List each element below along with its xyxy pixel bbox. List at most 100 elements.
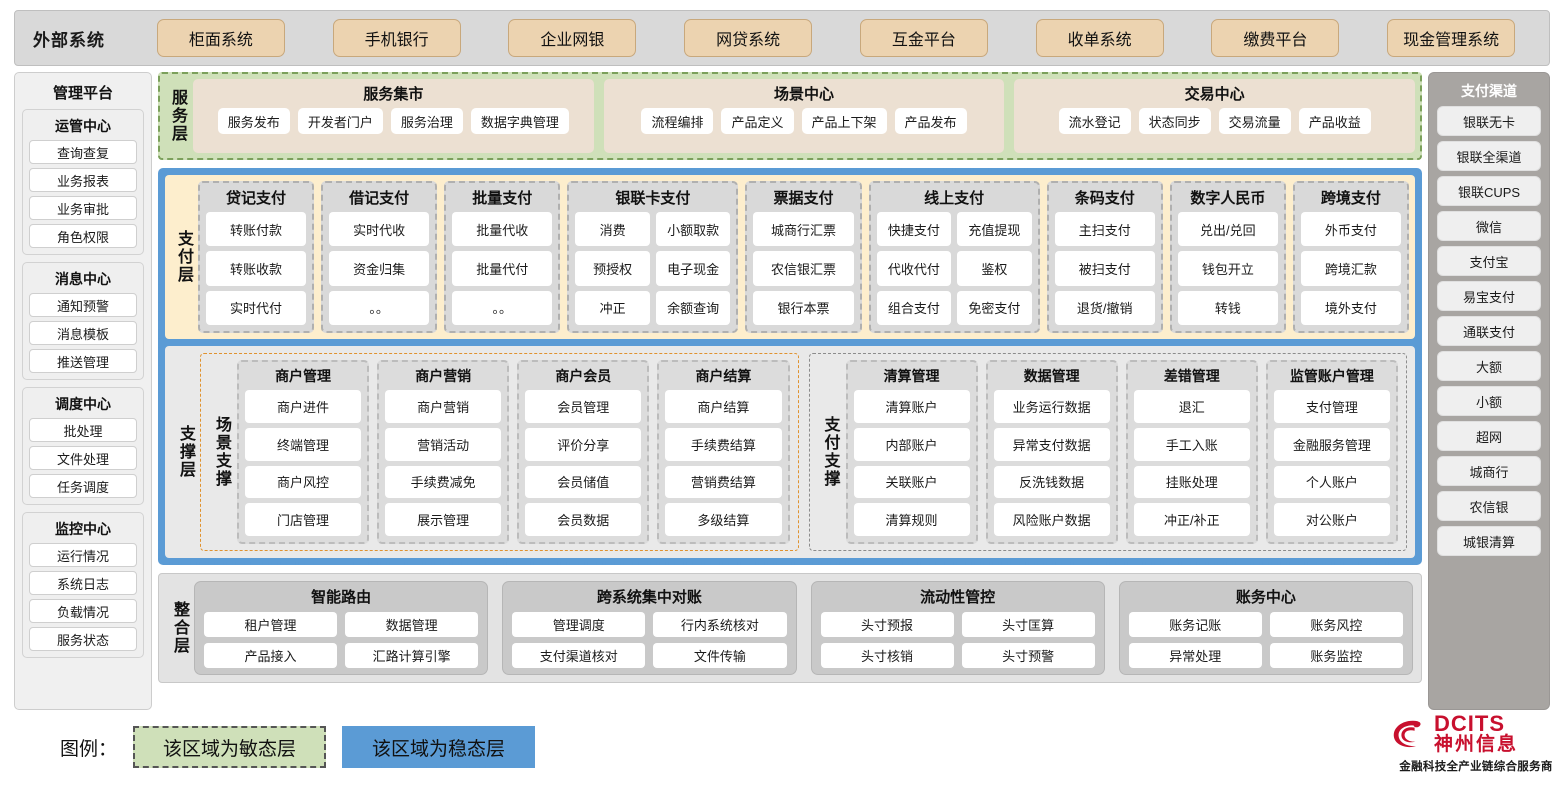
support-item[interactable]: 手续费减免 — [385, 465, 502, 499]
payment-item[interactable]: 充值提现 — [957, 212, 1032, 247]
service-item[interactable]: 产品收益 — [1298, 108, 1371, 134]
service-item[interactable]: 数据字典管理 — [470, 108, 569, 134]
service-item[interactable]: 状态同步 — [1138, 108, 1211, 134]
support-item[interactable]: 手工入账 — [1133, 427, 1250, 461]
support-item[interactable]: 手续费结算 — [665, 427, 782, 461]
admin-menu-item[interactable]: 运行情况 — [29, 543, 137, 567]
support-item[interactable]: 展示管理 — [385, 503, 502, 536]
payment-item[interactable]: 消费 — [575, 212, 650, 247]
payment-item[interactable]: 银行本票 — [753, 290, 854, 325]
external-system-chip[interactable]: 柜面系统 — [156, 19, 285, 57]
payment-item[interactable]: 鉴权 — [957, 251, 1032, 286]
payment-channel-item[interactable]: 支付宝 — [1437, 246, 1541, 276]
payment-item[interactable]: 电子现金 — [655, 251, 731, 286]
service-item[interactable]: 服务发布 — [217, 108, 290, 134]
support-item[interactable]: 内部账户 — [853, 427, 970, 461]
payment-item[interactable]: 免密支付 — [957, 290, 1032, 325]
support-item[interactable]: 清算规则 — [853, 503, 970, 536]
admin-menu-item[interactable]: 文件处理 — [29, 446, 137, 470]
support-item[interactable]: 会员管理 — [525, 390, 642, 423]
payment-item[interactable]: 。。 — [329, 290, 430, 325]
service-item[interactable]: 产品上下架 — [801, 108, 887, 134]
integration-item[interactable]: 管理调度 — [512, 612, 646, 637]
support-item[interactable]: 关联账户 — [853, 465, 970, 499]
payment-item[interactable]: 转账付款 — [206, 212, 307, 247]
payment-item[interactable]: 境外支付 — [1300, 290, 1401, 325]
payment-channel-item[interactable]: 大额 — [1437, 351, 1541, 381]
payment-item[interactable]: 跨境汇款 — [1300, 251, 1401, 286]
support-item[interactable]: 退汇 — [1133, 390, 1250, 423]
payment-item[interactable]: 实时代收 — [329, 212, 430, 247]
support-item[interactable]: 会员数据 — [525, 503, 642, 536]
integration-item[interactable]: 头寸匡算 — [961, 612, 1095, 637]
external-system-chip[interactable]: 缴费平台 — [1211, 19, 1340, 57]
integration-item[interactable]: 文件传输 — [653, 643, 787, 668]
payment-item[interactable]: 小额取款 — [655, 212, 731, 247]
payment-channel-item[interactable]: 银联无卡 — [1437, 106, 1541, 136]
integration-item[interactable]: 支付渠道核对 — [512, 643, 646, 668]
payment-channel-item[interactable]: 农信银 — [1437, 491, 1541, 521]
external-system-chip[interactable]: 现金管理系统 — [1387, 19, 1516, 57]
support-item[interactable]: 反洗钱数据 — [993, 465, 1110, 499]
support-item[interactable]: 终端管理 — [245, 427, 362, 461]
support-item[interactable]: 支付管理 — [1273, 390, 1390, 423]
admin-menu-item[interactable]: 服务状态 — [29, 627, 137, 651]
admin-menu-item[interactable]: 角色权限 — [29, 224, 137, 248]
payment-item[interactable]: 实时代付 — [206, 290, 307, 325]
payment-item[interactable]: 。。 — [452, 290, 553, 325]
payment-item[interactable]: 批量代付 — [452, 251, 553, 286]
payment-item[interactable]: 兑出/兑回 — [1177, 212, 1278, 247]
payment-channel-item[interactable]: 城银清算 — [1437, 526, 1541, 556]
payment-item[interactable]: 冲正 — [575, 290, 650, 325]
integration-item[interactable]: 异常处理 — [1128, 643, 1262, 668]
support-item[interactable]: 清算账户 — [853, 390, 970, 423]
admin-menu-item[interactable]: 通知预警 — [29, 293, 137, 317]
payment-channel-item[interactable]: 超网 — [1437, 421, 1541, 451]
external-system-chip[interactable]: 企业网银 — [508, 19, 637, 57]
payment-item[interactable]: 农信银汇票 — [753, 251, 854, 286]
payment-channel-item[interactable]: 易宝支付 — [1437, 281, 1541, 311]
payment-channel-item[interactable]: 微信 — [1437, 211, 1541, 241]
payment-item[interactable]: 转钱 — [1177, 290, 1278, 325]
payment-channel-item[interactable]: 城商行 — [1437, 456, 1541, 486]
payment-item[interactable]: 组合支付 — [876, 290, 952, 325]
support-item[interactable]: 会员储值 — [525, 465, 642, 499]
integration-item[interactable]: 头寸预报 — [820, 612, 954, 637]
integration-item[interactable]: 头寸预警 — [961, 643, 1095, 668]
integration-item[interactable]: 租户管理 — [204, 612, 338, 637]
payment-item[interactable]: 代收代付 — [876, 251, 952, 286]
payment-item[interactable]: 城商行汇票 — [753, 212, 854, 247]
payment-item[interactable]: 快捷支付 — [876, 212, 952, 247]
support-item[interactable]: 异常支付数据 — [993, 427, 1110, 461]
support-item[interactable]: 商户营销 — [385, 390, 502, 423]
payment-item[interactable]: 转账收款 — [206, 251, 307, 286]
support-item[interactable]: 金融服务管理 — [1273, 427, 1390, 461]
external-system-chip[interactable]: 收单系统 — [1035, 19, 1164, 57]
integration-item[interactable]: 产品接入 — [204, 643, 338, 668]
payment-channel-item[interactable]: 小额 — [1437, 386, 1541, 416]
service-item[interactable]: 流水登记 — [1058, 108, 1131, 134]
support-item[interactable]: 商户结算 — [665, 390, 782, 423]
service-item[interactable]: 产品定义 — [721, 108, 794, 134]
integration-item[interactable]: 行内系统核对 — [653, 612, 787, 637]
integration-item[interactable]: 账务记账 — [1128, 612, 1262, 637]
payment-channel-item[interactable]: 银联全渠道 — [1437, 141, 1541, 171]
service-item[interactable]: 开发者门户 — [297, 108, 383, 134]
support-item[interactable]: 对公账户 — [1273, 503, 1390, 536]
support-item[interactable]: 冲正/补正 — [1133, 503, 1250, 536]
service-item[interactable]: 流程编排 — [641, 108, 714, 134]
payment-item[interactable]: 退货/撤销 — [1054, 290, 1155, 325]
payment-item[interactable]: 资金归集 — [329, 251, 430, 286]
payment-item[interactable]: 被扫支付 — [1054, 251, 1155, 286]
support-item[interactable]: 评价分享 — [525, 427, 642, 461]
support-item[interactable]: 个人账户 — [1273, 465, 1390, 499]
admin-menu-item[interactable]: 业务报表 — [29, 168, 137, 192]
integration-item[interactable]: 账务监控 — [1269, 643, 1403, 668]
payment-item[interactable]: 批量代收 — [452, 212, 553, 247]
admin-menu-item[interactable]: 任务调度 — [29, 474, 137, 498]
integration-item[interactable]: 账务风控 — [1269, 612, 1403, 637]
admin-menu-item[interactable]: 负载情况 — [29, 599, 137, 623]
support-item[interactable]: 业务运行数据 — [993, 390, 1110, 423]
admin-menu-item[interactable]: 推送管理 — [29, 349, 137, 373]
service-item[interactable]: 服务治理 — [390, 108, 463, 134]
